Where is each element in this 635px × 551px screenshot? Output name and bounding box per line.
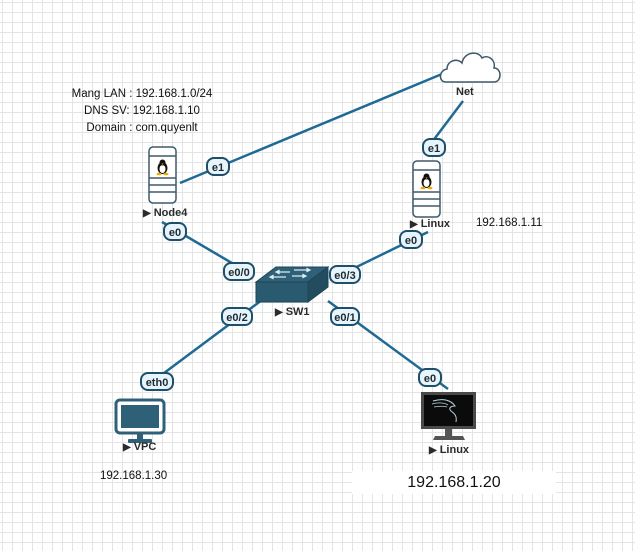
vpc-label[interactable]: ▶VPC (123, 441, 156, 453)
kali-monitor-icon[interactable] (421, 392, 476, 440)
vpc-ip-note: 192.168.1.30 (100, 470, 168, 482)
svg-text:e0/0: e0/0 (228, 267, 249, 279)
linux-server-label[interactable]: ▶Linux (410, 218, 450, 230)
network-info-note: Mang LAN : 192.168.1.0/24 DNS SV: 192.16… (60, 86, 224, 137)
kali-ip-note: 192.168.1.20 (352, 471, 556, 494)
start-icon: ▶ (143, 208, 151, 219)
iface-linux-e0[interactable]: e0 (399, 230, 423, 249)
svg-text:e0: e0 (405, 235, 417, 247)
iface-sw1-e0-0[interactable]: e0/0 (223, 262, 255, 281)
linux-server-label-text: Linux (420, 218, 451, 230)
node4-linux-server-icon[interactable] (148, 146, 177, 204)
iface-kali-e0[interactable]: e0 (418, 368, 442, 387)
tux-icon (420, 173, 433, 190)
net-label[interactable]: Net (456, 86, 474, 98)
net-cloud-icon[interactable] (439, 52, 501, 83)
iface-node4-e1[interactable]: e1 (206, 157, 230, 176)
iface-linux-e1[interactable]: e1 (422, 138, 446, 157)
kali-label[interactable]: ▶Linux (429, 444, 469, 456)
svg-text:e0/2: e0/2 (226, 312, 247, 324)
lan-subnet-text: Mang LAN : 192.168.1.0/24 (71, 88, 213, 100)
tux-icon (156, 159, 169, 176)
net-label-text: Net (456, 86, 474, 98)
svg-text:e1: e1 (428, 143, 440, 155)
domain-text: Domain : com.quyenlt (86, 122, 198, 134)
start-icon: ▶ (123, 442, 131, 453)
interface-labels: e1 e1 e0 e0/0 e0 e0/3 eth0 e0/2 e0 e0/1 (140, 138, 446, 391)
start-icon: ▶ (410, 219, 418, 230)
linux-server-ip-note: 192.168.1.11 (476, 217, 543, 229)
linux-server-icon[interactable] (412, 160, 441, 218)
sw1-switch-icon[interactable] (254, 266, 330, 303)
svg-text:e0/1: e0/1 (334, 312, 355, 324)
vpc-label-text: VPC (133, 441, 157, 453)
node4-label-text: Node4 (153, 207, 188, 219)
svg-text:eth0: eth0 (146, 377, 169, 389)
start-icon: ▶ (275, 307, 283, 318)
start-icon: ▶ (429, 445, 437, 456)
sw1-label[interactable]: ▶SW1 (275, 306, 310, 318)
svg-text:e0/3: e0/3 (334, 270, 355, 282)
iface-sw1-e0-1[interactable]: e0/1 (330, 307, 360, 326)
svg-text:e0: e0 (424, 373, 436, 385)
iface-sw1-e0-2[interactable]: e0/2 (221, 307, 253, 326)
iface-vpc-eth0[interactable]: eth0 (140, 372, 174, 391)
node4-label[interactable]: ▶Node4 (143, 207, 187, 219)
iface-sw1-e0-3[interactable]: e0/3 (329, 265, 361, 284)
kali-label-text: Linux (439, 444, 470, 456)
iface-node4-e0[interactable]: e0 (163, 222, 187, 241)
svg-text:e1: e1 (212, 162, 224, 174)
svg-text:e0: e0 (169, 227, 181, 239)
vpc-pc-monitor-icon[interactable] (114, 398, 166, 443)
dns-server-text: DNS SV: 192.168.1.10 (84, 105, 200, 117)
sw1-label-text: SW1 (285, 306, 310, 318)
